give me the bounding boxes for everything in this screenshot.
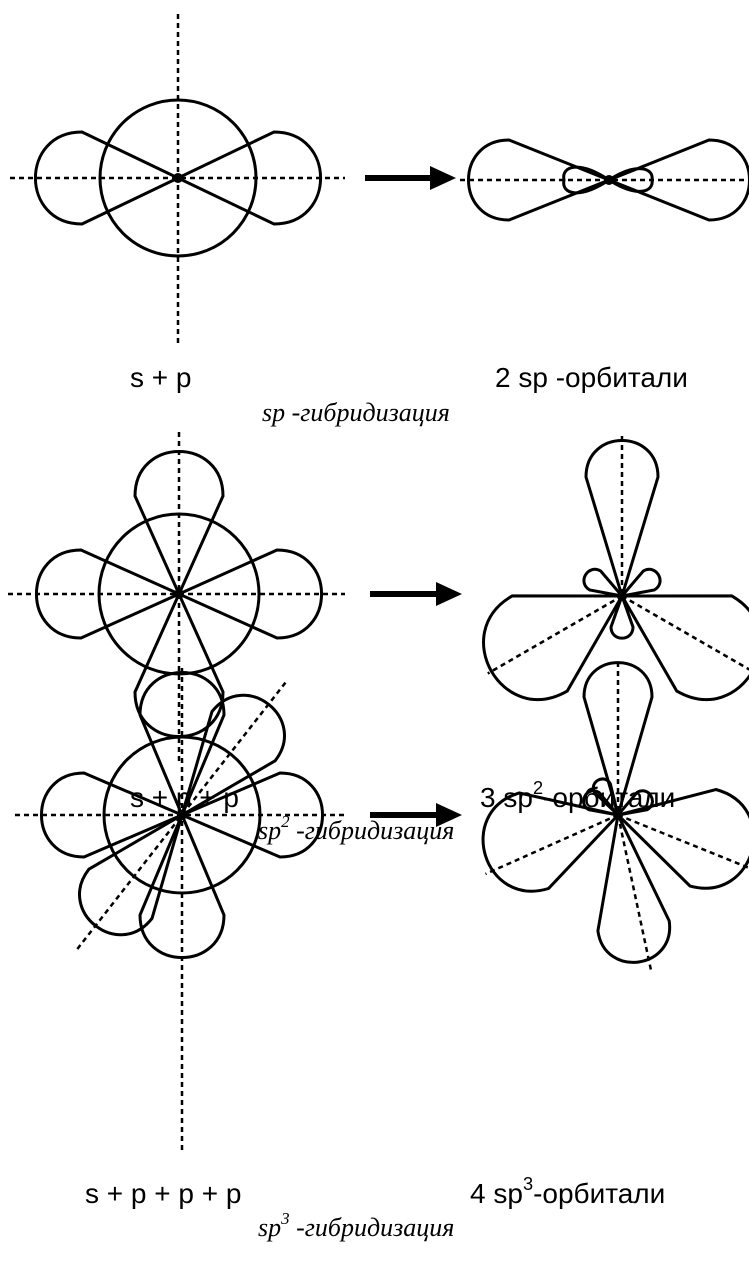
- arrow-head: [436, 582, 462, 606]
- sp2-left-label: s + p + p: [130, 782, 239, 813]
- p-orbital-lobe-right: [174, 130, 322, 226]
- sp2-caption-suffix: -гибридизация: [289, 816, 455, 845]
- arrow-sp2: [370, 582, 462, 606]
- sp2-right-prefix: 3 sp: [480, 782, 533, 813]
- sp3-right-sup: 3: [522, 1173, 534, 1194]
- s-orbital-circle: [102, 735, 262, 895]
- sp2-right-suffix: -орбитали: [543, 782, 676, 813]
- sp3-lobe-left: [481, 791, 621, 893]
- nucleus-dot: [604, 175, 614, 185]
- sp3-lobe-down: [596, 810, 672, 964]
- sp-lobe-right: [604, 138, 749, 222]
- sp3-right-label: 4 sp3-орбитали: [470, 1175, 666, 1209]
- sp2-caption-prefix: sp: [258, 816, 282, 845]
- s-orbital-circle: [98, 98, 258, 258]
- diagonal-axis: [76, 680, 288, 950]
- arrow-head: [430, 166, 456, 190]
- sp-left-label: s + p: [130, 362, 192, 393]
- nucleus-dot: [614, 811, 622, 819]
- sp3-hybrid-orbitals: [481, 661, 749, 972]
- sp2-lobe-up: [584, 439, 660, 602]
- axis-lower-left: [487, 594, 623, 675]
- sp2-caption-sup: 2: [281, 811, 290, 831]
- sp-lobe-small-left: [562, 165, 612, 195]
- axis-lower-right: [621, 594, 749, 671]
- p-orbital-lobe-right: [175, 548, 323, 640]
- s-plus-p-plus-p-plus-p-orbitals: [15, 668, 347, 1150]
- sp2-small-lobe-upper-left: [582, 567, 626, 599]
- p-orbital-lobe-left: [35, 548, 183, 640]
- p-orbital-lobe-left: [34, 130, 182, 226]
- sp2-small-lobe-down: [609, 591, 635, 640]
- nucleus-dot: [177, 810, 187, 820]
- transition-arrows: [365, 166, 462, 827]
- sp-right-label: 2 sp -орбитали: [495, 362, 688, 393]
- sp3-small-lobe-right: [614, 789, 654, 818]
- p-orbital-lobe-right: [178, 771, 324, 859]
- arrow-sp3: [370, 803, 462, 827]
- sp2-lobe-lower-right: [619, 594, 749, 701]
- sp3-small-lobe-left: [582, 789, 622, 818]
- sp3-caption-sup: 3: [281, 1208, 290, 1228]
- sp-lobe-large: [467, 138, 614, 222]
- sp3-caption: sp3 -гибридизация: [258, 1210, 455, 1242]
- sp3-caption-suffix: -гибридизация: [289, 1213, 455, 1242]
- sp-hybrid-orbitals: [460, 138, 749, 222]
- sp2-caption: sp2 -гибридизация: [258, 813, 455, 845]
- sp2-right-label: 3 sp2-орбитали: [480, 779, 676, 813]
- arrow-head: [436, 803, 462, 827]
- p-orbital-lobe-lower-left: [78, 811, 185, 937]
- sp3-caption-prefix: sp: [258, 1213, 282, 1242]
- sp2-right-sup: 2: [532, 777, 544, 798]
- sp3-left-label: s + p + p + p: [85, 1178, 242, 1209]
- p-orbital-lobe-upper-right: [179, 693, 286, 819]
- sp2-small-lobe-upper-right: [618, 567, 662, 599]
- sp3-lobe-right: [615, 787, 749, 890]
- p-orbital-lobe-left: [40, 771, 186, 859]
- axis-left: [485, 813, 619, 876]
- s-plus-p-plus-p-orbitals: [8, 432, 345, 762]
- arrow-sp: [365, 166, 456, 190]
- sp-lobe-small-right: [606, 167, 654, 193]
- sp3-right-prefix: 4 sp: [470, 1178, 523, 1209]
- sp3-lobe-up: [582, 661, 654, 821]
- sp-caption: sp -гибридизация: [262, 398, 450, 427]
- s-plus-p-orbitals: [10, 14, 345, 345]
- nucleus-dot: [173, 173, 183, 183]
- axis-down: [616, 814, 653, 972]
- axis-right: [617, 813, 749, 870]
- p-orbital-lobe-up: [133, 450, 225, 598]
- sp2-hybrid-orbitals: [482, 436, 749, 701]
- nucleus-dot: [618, 592, 626, 600]
- sp2-lobe-lower-left: [482, 594, 625, 701]
- sp3-right-suffix: -орбитали: [533, 1178, 666, 1209]
- nucleus-dot: [174, 589, 184, 599]
- sp3-small-lobe-upper-left: [591, 777, 621, 820]
